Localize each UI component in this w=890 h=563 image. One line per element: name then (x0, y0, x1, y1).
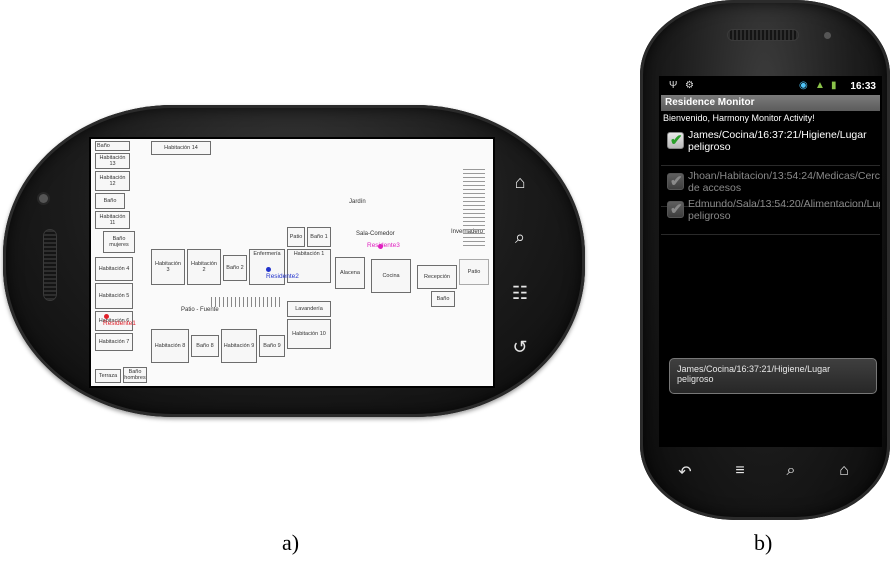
item-text: James/Cocina/16:37:21/Higiene/Lugar peli… (688, 129, 867, 153)
menu-icon[interactable]: ≡ (735, 462, 745, 479)
status-bar: Ψ ⚙ ◉ ▲ ▮ 16:33 (661, 78, 880, 95)
back-icon[interactable]: ↺ (512, 337, 528, 357)
room-hab9: Habitación 9 (221, 329, 257, 363)
room-hab11: Habitación 11 (95, 211, 130, 229)
label-sala-comedor: Sala-Comedor (356, 231, 395, 237)
resident1-label: Residente1 (103, 320, 136, 327)
room-hab13: Habitación 13 (95, 153, 130, 169)
room-hab14: Habitación 14 (151, 141, 211, 155)
wifi-icon: ◉ (799, 80, 808, 91)
room-recepcion: Recepción (417, 265, 457, 289)
label-patio-fuente: Patio - Fuente (181, 307, 219, 313)
room-bano-top: Baño (95, 141, 130, 151)
room-hab1: Habitación 1 (287, 249, 331, 283)
search-icon[interactable]: ⌕ (514, 227, 526, 247)
back-icon[interactable]: ↶ (678, 464, 692, 481)
status-time: 16:33 (850, 81, 876, 92)
room-bano-hombres: Baño hombres (123, 367, 147, 383)
room-hab5: Habitación 5 (95, 283, 133, 309)
floor-plan: Baño Habitación 14 Habitación 13 Habitac… (91, 139, 493, 386)
landscape-phone: Baño Habitación 14 Habitación 13 Habitac… (3, 105, 585, 417)
item-text: Jhoan/Habitacion/13:54:24/Medicas/Cerca … (688, 170, 880, 194)
room-patio-r: Patio (459, 259, 489, 285)
list-item[interactable]: ✔ James/Cocina/16:37:21/Higiene/Lugar pe… (661, 126, 880, 166)
check-icon: ✔ (670, 201, 683, 218)
android-screen: Ψ ⚙ ◉ ▲ ▮ 16:33 Residence Monitor Bienve… (661, 78, 880, 445)
room-enfermeria: Enfermería (249, 249, 285, 285)
camera-icon (824, 32, 831, 39)
app-title-bar: Residence Monitor (661, 95, 880, 111)
room-lavanderia: Lavandería (287, 301, 331, 317)
room-bano1: Baño 1 (307, 227, 331, 247)
home-icon[interactable]: ⌂ (839, 462, 849, 479)
room-hab10: Habitación 10 (287, 319, 331, 349)
battery-icon: ▮ (831, 80, 837, 91)
room-hab2: Habitación 2 (187, 249, 221, 285)
room-alacena: Alacena (335, 257, 365, 289)
floor-plan-screen: Baño Habitación 14 Habitación 13 Habitac… (91, 139, 493, 386)
invernadero-hatch (463, 169, 485, 249)
welcome-text: Bienvenido, Harmony Monitor Activity! (663, 113, 815, 123)
room-bano9: Baño 9 (259, 335, 285, 357)
label-jardin: Jardín (349, 199, 366, 205)
home-icon[interactable]: ⌂ (514, 172, 526, 192)
resident3-marker[interactable] (378, 244, 383, 249)
resident1-marker[interactable] (104, 314, 109, 319)
check-icon: ✔ (670, 132, 683, 149)
list-item[interactable]: ✔ Edmundo/Sala/13:54:20/Alimentacion/Lug… (661, 195, 880, 235)
resident3-label: Residente3 (367, 242, 400, 249)
room-hab4: Habitación 4 (95, 257, 133, 281)
caption-b: b) (754, 530, 773, 555)
speaker-grille (728, 30, 798, 40)
search-icon[interactable]: ⌕ (786, 462, 796, 479)
check-icon: ✔ (670, 173, 683, 190)
caption-a: a) (282, 530, 300, 555)
room-hab12: Habitación 12 (95, 171, 130, 191)
room-hab8: Habitación 8 (151, 329, 189, 363)
item-text: Edmundo/Sala/13:54:20/Alimentacion/Lugar… (688, 198, 880, 222)
speaker-grille (44, 230, 56, 300)
android-icon: ⚙ (685, 80, 694, 91)
room-hab7: Habitación 7 (95, 333, 133, 351)
toast-message: James/Cocina/16:37:21/Higiene/Lugar peli… (669, 358, 877, 394)
signal-icon: ▲ (815, 80, 825, 91)
item-checkbox[interactable]: ✔ (667, 173, 684, 190)
camera-icon (39, 194, 48, 203)
room-bano-l2: Baño (95, 193, 125, 209)
app-title: Residence Monitor (665, 97, 755, 108)
room-terraza: Terraza (95, 369, 121, 383)
resident2-marker[interactable] (266, 267, 271, 272)
item-checkbox[interactable]: ✔ (667, 132, 684, 149)
room-bano-r: Baño (431, 291, 455, 307)
room-hab3: Habitación 3 (151, 249, 185, 285)
room-bano2: Baño 2 (223, 255, 247, 281)
stairs-hatch (211, 297, 281, 307)
room-bano-mujeres: Baño mujeres (103, 231, 135, 253)
item-checkbox[interactable]: ✔ (667, 201, 684, 218)
portrait-phone: Ψ ⚙ ◉ ▲ ▮ 16:33 Residence Monitor Bienve… (640, 0, 890, 520)
room-patio-small: Patio (287, 227, 305, 247)
room-bano8: Baño 8 (191, 335, 219, 357)
room-cocina: Cocina (371, 259, 411, 293)
resident2-label: Residente2 (266, 273, 299, 280)
menu-icon[interactable]: ☷ (511, 283, 529, 303)
usb-icon: Ψ (669, 80, 678, 91)
list-item[interactable]: ✔ Jhoan/Habitacion/13:54:24/Medicas/Cerc… (661, 167, 880, 207)
